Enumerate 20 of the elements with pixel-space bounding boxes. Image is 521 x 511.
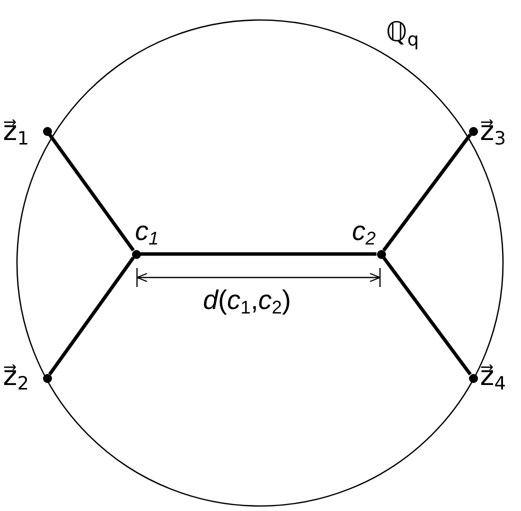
point-dot <box>42 374 52 382</box>
point-label: z⃗$_{2}$ <box>3 363 29 394</box>
point-label: c$_{1}$ <box>135 218 159 248</box>
line-segment <box>48 134 135 252</box>
line-segment <box>48 256 135 376</box>
point-dot <box>468 126 478 136</box>
line-segment <box>382 256 472 376</box>
point-label: z⃗$_{1}$ <box>3 118 29 149</box>
point-dot <box>468 374 478 382</box>
line-segment <box>140 252 376 256</box>
point-dot <box>42 126 52 136</box>
point-label: z⃗$_{4}$ <box>480 363 506 394</box>
point-dot <box>376 250 386 258</box>
circle-boundary <box>16 19 504 507</box>
distance-label: d(c$_{1}$,c$_{2}$) <box>203 287 291 317</box>
point-label: c$_{2}$ <box>352 218 376 248</box>
point-label: ℚ$_{q}$ <box>386 19 419 50</box>
point-label: z⃗$_{3}$ <box>480 118 506 149</box>
line-segment <box>382 134 472 252</box>
point-dot <box>132 250 140 258</box>
